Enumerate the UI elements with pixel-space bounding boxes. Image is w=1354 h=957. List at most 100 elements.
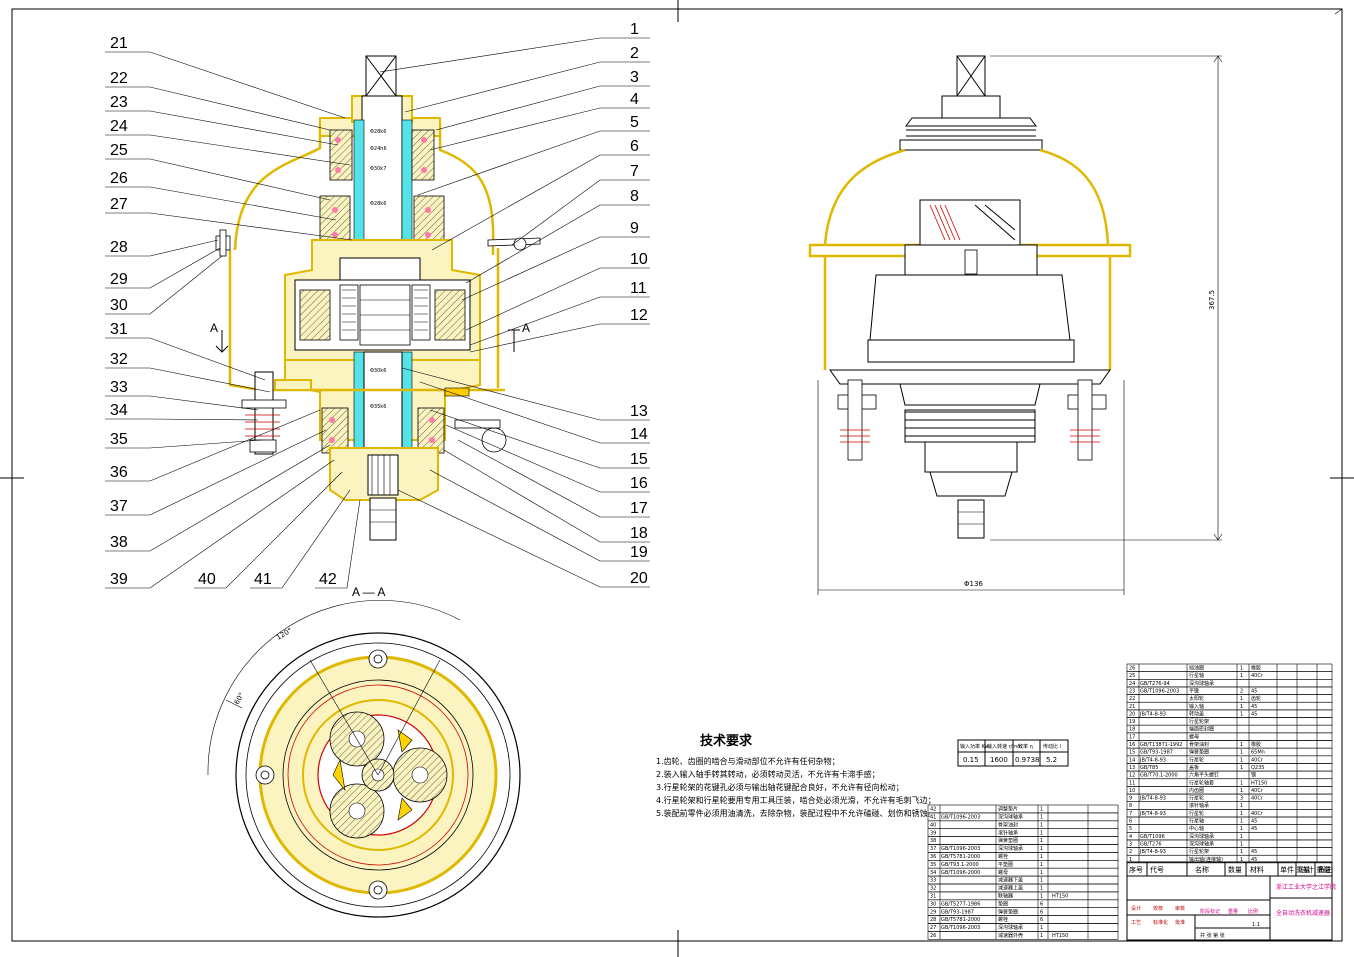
callout-number: 28 [110,239,128,256]
callout-number: 41 [254,571,272,588]
bom-cell-qty: 1 [1040,886,1043,892]
callout-number: 9 [630,220,639,237]
bom-cell-no: 39 [930,830,936,836]
bom-cell-qty: 1 [1240,819,1243,825]
scale-label: 比例 [1248,908,1258,915]
bom-cell-name: 盖板 [1189,764,1199,771]
svg-text:Φ35k6: Φ35k6 [370,404,386,410]
title-role: 批准 [1175,919,1185,926]
bom-cell-no: 12 [1129,773,1135,779]
bom-cell-name: 行星轴 [1189,672,1204,679]
bom-cell-no: 10 [1129,788,1135,794]
param-value: 1600 [990,756,1008,764]
bom-cell-name: 滚针轴承 [1189,802,1209,809]
bom-cell-material: 45 [1251,849,1257,855]
bom-cell-qty: 6 [1040,917,1043,923]
bom-cell-no: 41 [930,815,936,821]
bom-cell-qty: 1 [1240,696,1243,702]
bom-cell-no: 6 [1129,819,1132,825]
bom-cell-no: 19 [1129,719,1135,725]
param-header: 输入功率 Kw [960,743,989,750]
param-value: 0.9738 [1015,756,1040,764]
bom-cell-qty: 3 [1240,796,1243,802]
bom-cell-name: 行星轮架 [1189,848,1209,855]
callout-number: 33 [110,379,128,396]
bom-cell-name: 六角平头螺钉 [1189,772,1219,779]
param-header: 输入转速 r/min [987,743,1022,750]
callout-number: 24 [110,118,128,135]
callout-number: 38 [110,534,128,551]
callout-number: 34 [110,402,128,419]
callout-number: 29 [110,271,128,288]
bom-cell-no: 31 [930,894,936,900]
callout-number: 35 [110,431,128,448]
bom-cell-no: 33 [930,878,936,884]
callout-number: 7 [630,163,639,180]
bom-header-cell: 材料 [1250,865,1264,874]
bom-cell-code: GB/T1096-2003 [941,815,980,821]
bom-cell-name: 行星轮 [1189,810,1204,817]
svg-text:Φ28k6: Φ28k6 [370,129,386,135]
bom-cell-material: 40Cr [1251,788,1264,794]
scale-value: 1:1 [1252,922,1260,928]
bom-cell-name: 深沟球轴承 [1189,833,1214,840]
bom-cell-name: 弹簧垫圈 [998,837,1018,844]
callout-number: 8 [630,188,639,205]
bom-cell-no: 4 [1129,834,1132,840]
callout-number: 2 [630,45,639,62]
bom-cell-name: 行星轮 [1189,756,1204,763]
title-role: 标准化 [1153,919,1168,926]
callout-number: 6 [630,138,639,155]
bom-cell-name: 中心轴 [1189,825,1204,832]
bom-cell-qty: 1 [1040,933,1043,939]
bom-cell-no: 17 [1129,734,1135,740]
svg-text:Φ24h6: Φ24h6 [370,146,387,152]
dimension-width: Φ136 [964,580,983,588]
bom-cell-material: 45 [1251,704,1257,710]
bom-cell-qty: 1 [1040,894,1043,900]
bom-cell-material: 65Mn [1251,750,1265,756]
bom-cell-qty: 1 [1240,704,1243,710]
bom-cell-qty: 6 [1040,901,1043,907]
bom-cell-name: 深沟球轴承 [1189,680,1214,687]
bom-cell-no: 18 [1129,727,1135,733]
bom-cell-name: 深沟球轴承 [998,845,1023,852]
bom-cell-qty: 1 [1040,807,1043,813]
callout-number: 18 [630,525,648,542]
weight-label: 重量 [1228,908,1238,915]
callout-number: 27 [110,196,128,213]
callout-number: 42 [319,571,337,588]
bom-cell-code: GB/T1096 [1140,834,1165,840]
bom-cell-no: 11 [1129,780,1135,786]
bom-cell-no: 27 [930,925,936,931]
bom-cell-qty: 1 [1040,870,1043,876]
bom-cell-no: 30 [930,901,936,907]
bom-cell-no: 1 [1129,857,1132,863]
bom-cell-code: JB/T4-8-93 [1139,811,1166,817]
callout-number: 15 [630,451,648,468]
param-header: 传动比 i [1043,743,1061,750]
bom-cell-material: 橡胶 [1251,741,1261,748]
bom-cell-no: 37 [930,846,936,852]
bom-cell-no: 23 [1129,688,1135,694]
tech-req-item: 1.齿轮、齿圈的啮合与滑动部位不允许有任何杂物； [656,756,840,766]
callout-number: 10 [630,251,648,268]
bom-cell-name: 输出轴(连接轴) [1189,856,1223,863]
bom-cell-no: 42 [930,807,936,813]
title-role: 设计 [1131,905,1141,912]
bom-cell-material: HT150 [1251,780,1267,786]
callout-number: 19 [630,544,648,561]
bom-cell-name: 弹簧垫圈 [998,908,1018,915]
bom-cell-material: 钢 [1251,772,1256,779]
bom-cell-no: 24 [1129,681,1135,687]
bom-cell-code: GB/T93-1987 [1140,750,1173,756]
dimension-height: 367.5 [1208,290,1216,310]
technical-requirements: 技术要求 1.齿轮、齿圈的啮合与滑动部位不允许有任何杂物； 2.装入输入轴手转其… [656,733,936,818]
angle-120: 120° [275,626,294,641]
bom-cell-no: 40 [930,822,936,828]
bom-cell-no: 22 [1129,696,1135,702]
section-mark-right: A [522,321,530,335]
callout-number: 32 [110,351,128,368]
